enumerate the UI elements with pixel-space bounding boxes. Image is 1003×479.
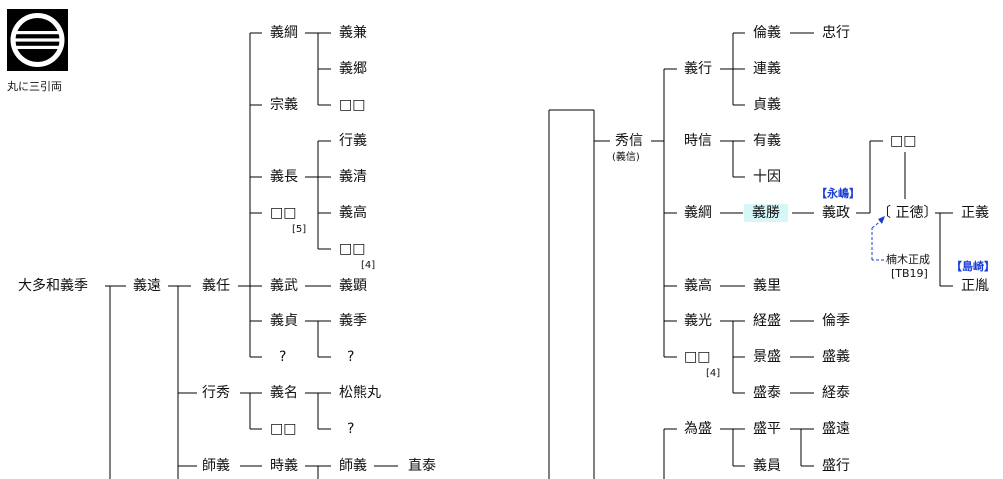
name-moriyuki: 盛行 — [822, 458, 850, 474]
name-yoshikiyo: 義清 — [339, 169, 367, 185]
name-yoshimasa: 義政 — [822, 205, 850, 221]
name-unknown-d: □□ — [270, 421, 297, 437]
note-unknown-f: [4] — [706, 368, 721, 379]
name-muneyoshi: 宗義 — [270, 97, 298, 113]
name-yukiyoshi-1: 行義 — [339, 133, 367, 149]
name-yoshisato-2: 義里 — [753, 278, 781, 294]
name-kagemori: 景盛 — [753, 349, 781, 365]
name-tokiyoshi: 時義 — [270, 458, 298, 474]
name-tsuneyasu: 経泰 — [822, 385, 850, 401]
name-naoyasu: 直泰 — [408, 458, 436, 474]
name-yoshinaga: 義長 — [270, 169, 298, 185]
name-yoshitake: 義武 — [270, 278, 298, 294]
name-yoshisato-1: 義郷 — [339, 61, 367, 77]
name-moriyoshi: 盛義 — [822, 349, 850, 365]
name-yukihide: 行秀 — [202, 385, 230, 401]
name-unknown-q2: ? — [347, 349, 355, 365]
name-tokinobu: 時信 — [684, 133, 712, 149]
name-yoshikazu: 義員 — [753, 458, 781, 474]
name-yoshiaki: 義顕 — [339, 278, 367, 294]
ref-kusunoki: [TB19] — [891, 267, 928, 280]
name-kusunoki-masashige: 楠木正成 — [886, 253, 930, 266]
name-yoshito: 義遠 — [133, 278, 161, 294]
name-moroyoshi-1: 師義 — [202, 458, 230, 474]
name-yoshisada: 義貞 — [270, 313, 298, 329]
name-root: 大多和義季 — [18, 278, 88, 294]
name-yoshimitsu: 義光 — [684, 313, 712, 329]
name-yoshikatsu-highlighted: 義勝 — [744, 204, 788, 222]
name-yoshiyuki: 義行 — [684, 61, 712, 77]
name-yoshitsuna-2: 義綱 — [684, 205, 712, 221]
name-unknown-q1: ? — [279, 349, 287, 365]
name-unknown-c: □□ — [339, 241, 366, 257]
name-morito: 盛遠 — [822, 421, 850, 437]
name-yoshisue: 義季 — [339, 313, 367, 329]
name-yoshitaka-2: 義高 — [684, 278, 712, 294]
name-noriyoshi: 倫義 — [753, 25, 781, 41]
name-unknown-e: □□ — [890, 133, 917, 149]
name-yoshitsuna-1: 義綱 — [270, 25, 298, 41]
name-yoshina: 義名 — [270, 385, 298, 401]
name-tadayuki: 忠行 — [822, 25, 850, 41]
name-masaran: 正胤 — [961, 278, 989, 294]
name-toyori: 十因 — [753, 169, 781, 185]
note-unknown-b: [5] — [292, 224, 307, 235]
maru-ni-mitsubikiryo-icon — [7, 9, 68, 71]
name-yoshikane: 義兼 — [339, 25, 367, 41]
name-unknown-b: □□ — [270, 205, 297, 221]
name-moroyoshi-2: 師義 — [339, 458, 367, 474]
name-hidenobu: 秀信 — [615, 133, 643, 149]
name-sadayoshi: 貞義 — [753, 97, 781, 113]
name-hidenobu-alt: (義信) — [612, 152, 640, 163]
name-unknown-q3: ? — [347, 421, 355, 437]
name-yoshitaka-1: 義高 — [339, 205, 367, 221]
name-noriue: 倫季 — [822, 313, 850, 329]
name-tsurayoshi: 連義 — [753, 61, 781, 77]
name-moriyasu: 盛泰 — [753, 385, 781, 401]
name-yoshito-masa: 義任 — [202, 278, 230, 294]
name-unknown-a: □□ — [339, 97, 366, 113]
tag-shimazaki: 【島崎】 — [951, 260, 995, 273]
name-tamemori: 為盛 — [684, 421, 712, 437]
name-unknown-f: □□ — [684, 349, 711, 365]
name-masanori: 〔 正徳〕 — [877, 205, 938, 221]
name-morihira: 盛平 — [753, 421, 781, 437]
name-tsunemori: 経盛 — [753, 313, 781, 329]
name-ariyoshi: 有義 — [753, 133, 781, 149]
crest-label: 丸に三引両 — [7, 80, 62, 93]
tag-nagashima: 【永嶋】 — [816, 187, 860, 200]
name-matsukumamaru: 松熊丸 — [339, 385, 381, 401]
note-unknown-c: [4] — [361, 260, 376, 271]
name-masayoshi: 正義 — [961, 205, 989, 221]
